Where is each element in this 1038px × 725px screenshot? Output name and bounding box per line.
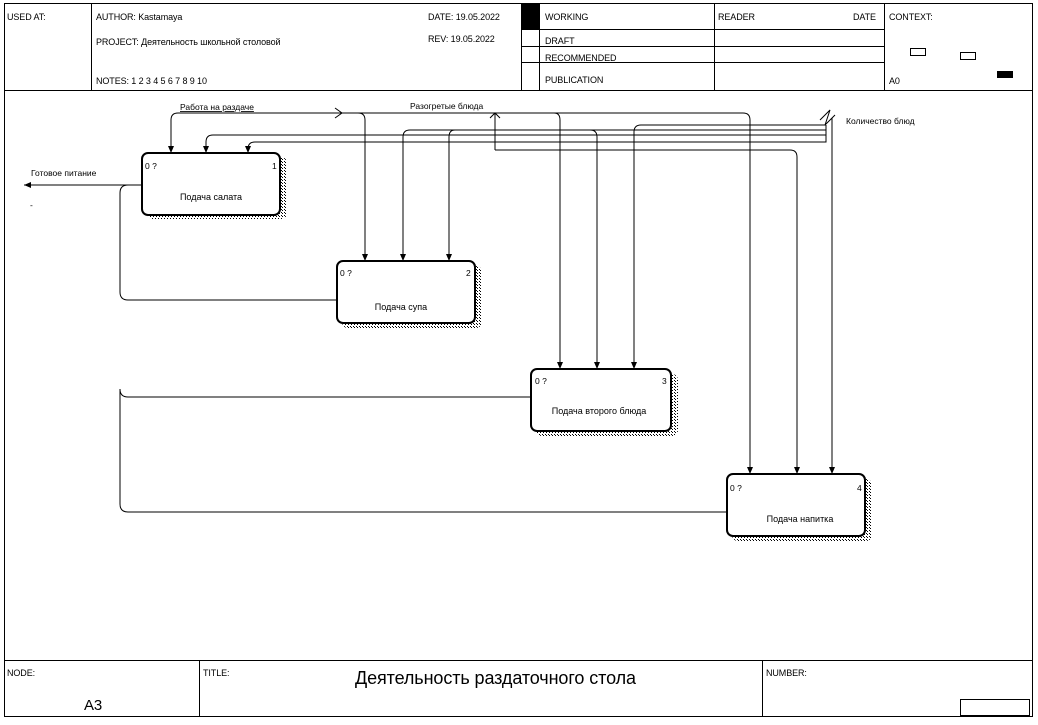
arrow-label-output: Готовое питание <box>31 168 97 178</box>
control-1-bundle-tick <box>334 107 343 119</box>
control-2-to-box-2 <box>400 129 495 261</box>
status-working: WORKING <box>545 12 589 22</box>
context-label: CONTEXT: <box>889 12 933 22</box>
date-field: DATE: 19.05.2022 <box>428 12 500 22</box>
control-3-bundle-squiggle <box>819 109 836 126</box>
status-draft: DRAFT <box>545 36 575 46</box>
idef0-frame <box>4 3 1033 717</box>
box-2-number: 2 <box>466 268 471 278</box>
arrow-label-control-1: Работа на раздаче <box>180 102 254 112</box>
status-recommended: RECOMMENDED <box>545 53 617 63</box>
node-value: A3 <box>84 697 103 714</box>
control-3-to-box-3 <box>631 124 826 369</box>
control-1-to-box-4 <box>338 112 753 474</box>
diagram-title: Деятельность раздаточного стола <box>355 668 636 688</box>
control-3-to-box-1b <box>245 130 827 153</box>
footer-divider <box>199 660 200 717</box>
header-row-line <box>521 46 884 47</box>
control-3-to-box-2 <box>446 129 826 261</box>
used-at-label: USED AT: <box>7 12 46 22</box>
control-1-to-box-1 <box>168 112 338 153</box>
activity-box-3[interactable] <box>530 368 672 432</box>
node-label: NODE: <box>7 668 36 678</box>
title-label: TITLE: <box>203 668 230 678</box>
number-label: NUMBER: <box>766 668 807 678</box>
working-status-marker <box>522 4 539 29</box>
date-column-label: DATE <box>853 12 876 22</box>
author-field: AUTHOR: Kastamaya <box>96 12 183 22</box>
header-row-line <box>521 29 884 30</box>
activity-box-2[interactable] <box>336 260 476 324</box>
rev-field: REV: 19.05.2022 <box>428 34 495 44</box>
reader-label: READER <box>718 12 755 22</box>
control-2-to-box-3 <box>495 129 600 369</box>
number-box <box>960 699 1030 716</box>
box-4-cost: 0 ? <box>730 483 742 493</box>
header-bottom-line <box>4 90 1033 91</box>
box-1-number: 1 <box>272 161 277 171</box>
box-2-cost: 0 ? <box>340 268 352 278</box>
output-tick: - <box>30 200 33 210</box>
context-box-icon <box>910 48 926 56</box>
output-join-2 <box>119 184 337 301</box>
box-1-title: Подача салата <box>180 192 242 202</box>
activity-box-4[interactable] <box>726 473 866 537</box>
footer-top-line <box>4 660 1033 661</box>
box-1-cost: 0 ? <box>145 161 157 171</box>
control-3-to-box-1 <box>203 125 827 153</box>
header-divider <box>884 3 885 90</box>
footer-divider <box>762 660 763 717</box>
project-field: PROJECT: Деятельность школьной столовой <box>96 37 281 47</box>
control-2-to-box-4 <box>495 149 800 474</box>
context-box-current-icon <box>997 71 1013 78</box>
box-3-title: Подача второго блюда <box>552 406 647 416</box>
context-node: A0 <box>889 76 900 86</box>
activity-box-1[interactable] <box>141 152 281 216</box>
notes-field: NOTES: 1 2 3 4 5 6 7 8 9 10 <box>96 76 207 86</box>
box-4-title: Подача напитка <box>767 514 834 524</box>
arrow-label-control-2: Разогретые блюда <box>410 101 484 111</box>
context-box-icon <box>960 52 976 60</box>
status-publication: PUBLICATION <box>545 75 604 85</box>
box-2-title: Подача супа <box>375 302 427 312</box>
output-join-3 <box>119 388 531 398</box>
box-4-number: 4 <box>857 483 862 493</box>
output-join-4 <box>119 389 727 513</box>
header-row-line <box>521 62 884 63</box>
box-3-cost: 0 ? <box>535 376 547 386</box>
box-3-number: 3 <box>662 376 667 386</box>
arrow-label-control-3: Количество блюд <box>846 116 915 126</box>
header-divider <box>91 3 92 90</box>
